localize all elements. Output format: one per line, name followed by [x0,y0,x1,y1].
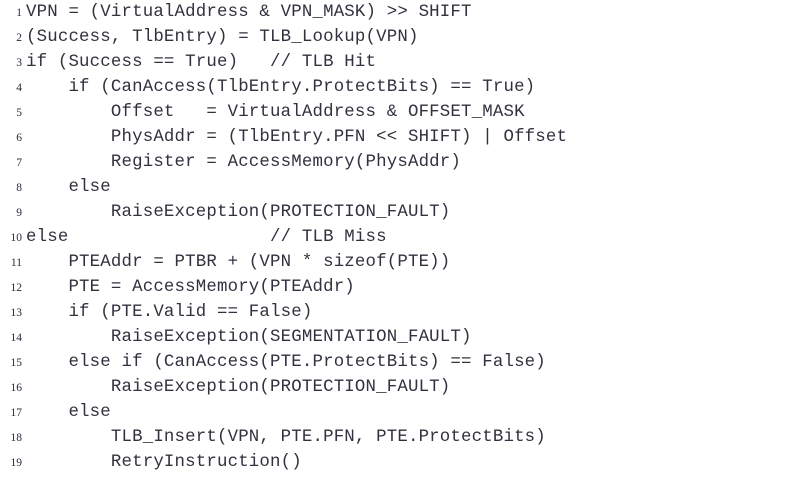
line-number: 5 [16,107,22,119]
code-content: PTE = AccessMemory(PTEAddr) [26,278,355,297]
line-number: 18 [10,432,23,444]
code-content: else [26,178,111,197]
code-line-1: 1 VPN = (VirtualAddress & VPN_MASK) >> S… [0,0,794,25]
code-content: RaiseException(SEGMENTATION_FAULT) [26,328,472,347]
code-line-12: 12 PTE = AccessMemory(PTEAddr) [0,275,794,300]
code-line-10: 10 else // TLB Miss [0,225,794,250]
line-number: 16 [10,382,23,394]
line-number: 7 [16,157,22,169]
code-line-14: 14 RaiseException(SEGMENTATION_FAULT) [0,325,794,350]
code-line-2: 2 (Success, TlbEntry) = TLB_Lookup(VPN) [0,25,794,50]
code-line-13: 13 if (PTE.Valid == False) [0,300,794,325]
line-number: 2 [16,32,22,44]
code-line-4: 4 if (CanAccess(TlbEntry.ProtectBits) ==… [0,75,794,100]
line-number: 9 [16,207,22,219]
line-number: 12 [10,282,23,294]
code-content: RetryInstruction() [26,453,302,472]
code-content: VPN = (VirtualAddress & VPN_MASK) >> SHI… [26,3,472,22]
code-line-5: 5 Offset = VirtualAddress & OFFSET_MASK [0,100,794,125]
code-content: PTEAddr = PTBR + (VPN * sizeof(PTE)) [26,253,451,272]
code-content: else // TLB Miss [26,228,387,247]
line-number: 11 [10,257,22,269]
code-line-18: 18 TLB_Insert(VPN, PTE.PFN, PTE.ProtectB… [0,425,794,450]
line-number: 14 [10,332,23,344]
code-content: TLB_Insert(VPN, PTE.PFN, PTE.ProtectBits… [26,428,546,447]
code-content: if (Success == True) // TLB Hit [26,53,377,72]
code-content: PhysAddr = (TlbEntry.PFN << SHIFT) | Off… [26,128,568,147]
code-content: else if (CanAccess(PTE.ProtectBits) == F… [26,353,546,372]
code-line-8: 8 else [0,175,794,200]
code-content: if (CanAccess(TlbEntry.ProtectBits) == T… [26,78,536,97]
code-line-6: 6 PhysAddr = (TlbEntry.PFN << SHIFT) | O… [0,125,794,150]
line-number: 19 [10,457,23,469]
line-number: 17 [10,407,23,419]
line-number: 4 [16,82,22,94]
code-line-15: 15 else if (CanAccess(PTE.ProtectBits) =… [0,350,794,375]
code-line-7: 7 Register = AccessMemory(PhysAddr) [0,150,794,175]
line-number: 15 [10,357,23,369]
code-content: else [26,403,111,422]
line-number: 3 [16,57,22,69]
code-line-3: 3 if (Success == True) // TLB Hit [0,50,794,75]
code-line-19: 19 RetryInstruction() [0,450,794,475]
code-content: RaiseException(PROTECTION_FAULT) [26,203,451,222]
line-number: 10 [10,232,23,244]
code-line-9: 9 RaiseException(PROTECTION_FAULT) [0,200,794,225]
code-content: (Success, TlbEntry) = TLB_Lookup(VPN) [26,28,419,47]
line-number: 8 [16,182,22,194]
line-number: 6 [16,132,22,144]
code-line-11: 11 PTEAddr = PTBR + (VPN * sizeof(PTE)) [0,250,794,275]
code-content: if (PTE.Valid == False) [26,303,313,322]
code-content: Offset = VirtualAddress & OFFSET_MASK [26,103,525,122]
line-number: 1 [16,7,22,19]
code-line-17: 17 else [0,400,794,425]
line-number: 13 [10,307,23,319]
code-content: RaiseException(PROTECTION_FAULT) [26,378,451,397]
code-content: Register = AccessMemory(PhysAddr) [26,153,462,172]
code-line-16: 16 RaiseException(PROTECTION_FAULT) [0,375,794,400]
